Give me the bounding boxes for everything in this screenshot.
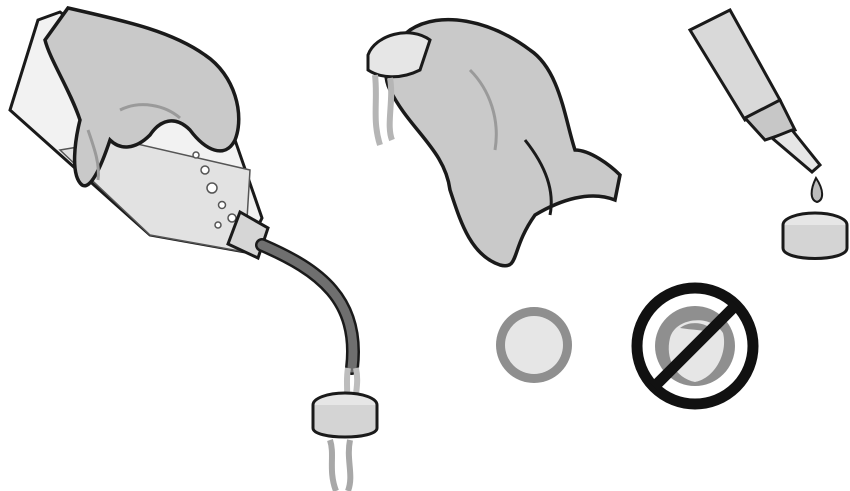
panel-correct [488,300,588,400]
panel-squeeze [350,0,630,280]
dropper-bottle-drop-onto-sponge-icon [660,0,850,270]
gloved-hand-pouring-wash-bottle-icon [0,0,400,491]
unevenly-wet-sponge-prohibited-icon [620,278,770,418]
liquid-drop [812,178,823,202]
evenly-wet-sponge-icon [488,300,588,400]
panel-pour [0,0,400,491]
panel-incorrect [620,278,770,418]
gloved-hand-squeezing-sponge-icon [350,0,630,280]
dropper-bottle [690,10,780,120]
panel-drop [660,0,850,270]
